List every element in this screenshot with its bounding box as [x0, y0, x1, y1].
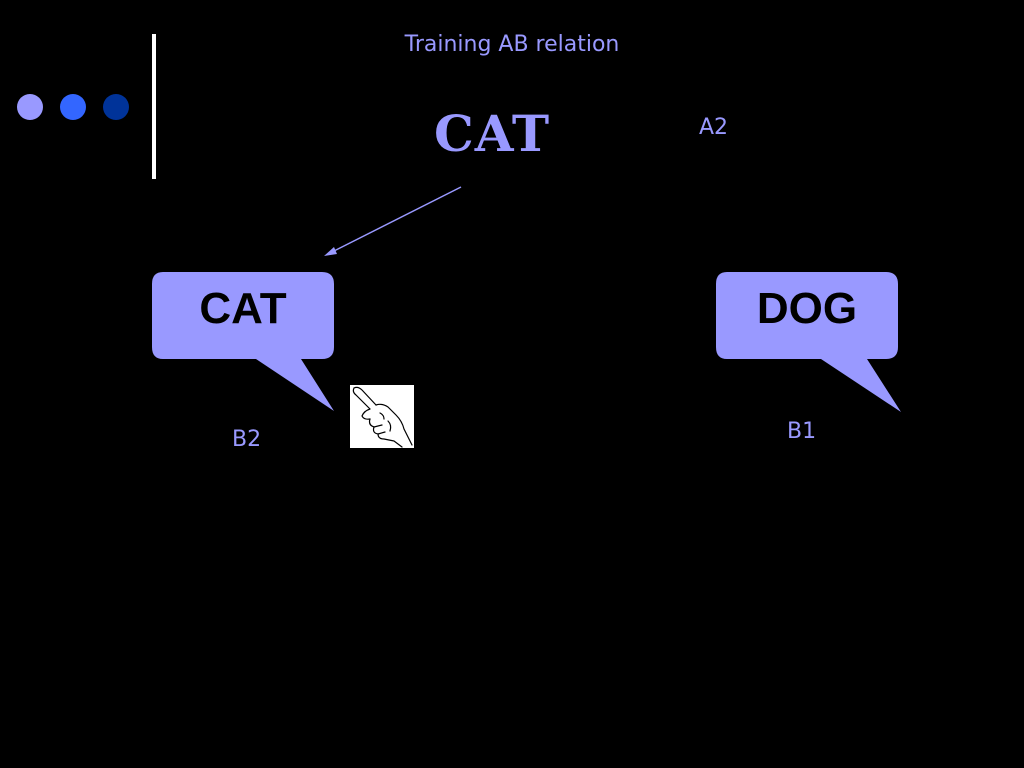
comparison-word-b2: CAT: [199, 284, 287, 333]
bullet-dot-medium: [60, 94, 86, 120]
speech-bubble-b2[interactable]: [151, 271, 337, 413]
sample-stimulus-word: CAT: [433, 104, 551, 163]
sample-stimulus-label: A2: [699, 115, 729, 140]
comparison-label-b1: B1: [787, 419, 817, 444]
pointing-hand-icon: [350, 385, 414, 448]
comparison-label-b2: B2: [232, 427, 262, 452]
divider-line: [152, 34, 156, 179]
bullet-dot-dark: [103, 94, 129, 120]
comparison-word-b1: DOG: [756, 284, 858, 333]
bullet-dot-light: [17, 94, 43, 120]
speech-bubble-b1[interactable]: [715, 271, 903, 414]
slide-title: Training AB relation: [404, 32, 620, 57]
